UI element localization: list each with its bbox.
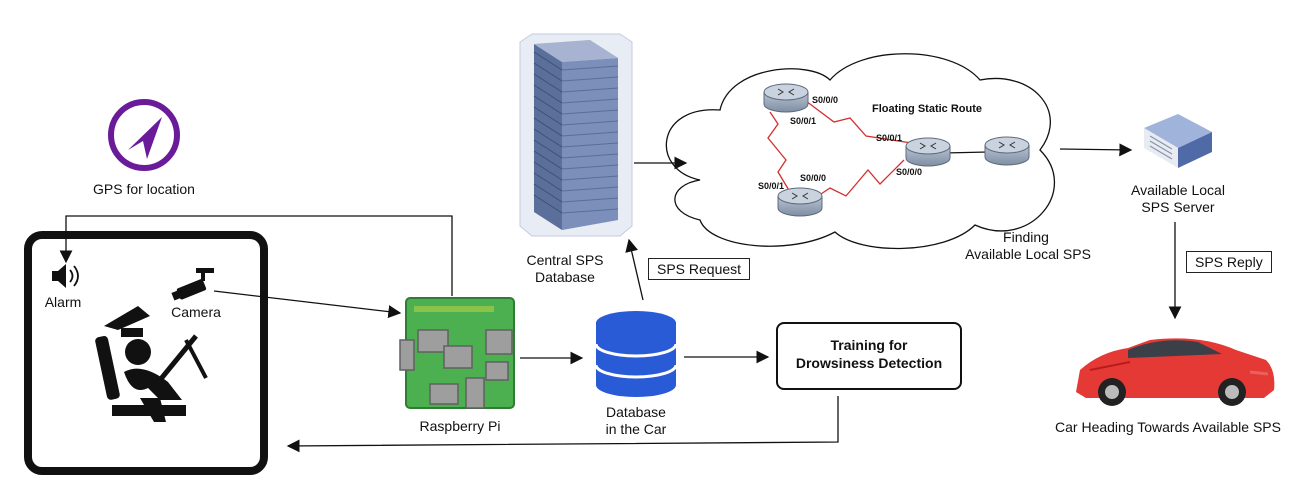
car-database-label-line1: Database <box>606 404 666 420</box>
router-c <box>984 136 1030 166</box>
floating-static-route-label: Floating Static Route <box>872 103 982 115</box>
rack-slot-lines <box>533 51 619 214</box>
camera-icon <box>171 268 214 301</box>
central-database-label-line1: Central SPS <box>526 252 604 268</box>
car-database-label-line2: in the Car <box>605 421 667 437</box>
rack-slot-line <box>561 131 619 137</box>
rack-slot-line <box>533 106 563 126</box>
gps-label: GPS for location <box>93 181 195 197</box>
car-destination-label: Car Heading Towards Available SPS <box>1055 419 1281 435</box>
rack-slot-line <box>561 186 619 192</box>
rack-slot-line <box>561 142 619 148</box>
rack-slot-line <box>533 95 563 115</box>
local-server-label-line2: SPS Server <box>1141 199 1215 215</box>
rack-slot-line <box>533 139 563 159</box>
sps-request-label: SPS Request <box>648 258 751 280</box>
rack-slot-line <box>533 183 563 203</box>
rack-slot-line <box>561 76 619 82</box>
training-label-line2: Drowsiness Detection <box>795 355 943 371</box>
rack-slot-line <box>561 87 619 93</box>
rack-slot-line <box>561 197 619 203</box>
rack-slot-line <box>533 128 563 148</box>
alarm-label: Alarm <box>44 294 82 310</box>
router-a <box>763 83 809 113</box>
red-car-icon <box>1076 338 1275 406</box>
iface-label-d: S0/0/1 <box>758 181 785 191</box>
finding-label-line1: Finding <box>1003 229 1049 245</box>
local-server-label-line1: Available Local <box>1131 182 1225 198</box>
rack-slot-line <box>561 175 619 181</box>
central-database-label-line2: Database <box>535 269 595 285</box>
rack-slot-line <box>561 98 619 104</box>
iface-label-a: S0/0/0 <box>812 95 839 105</box>
driver-icon <box>95 306 208 422</box>
rack-slot-line <box>561 164 619 170</box>
rack-slot-line <box>561 109 619 115</box>
training-label-line1: Training for <box>830 337 908 353</box>
rack-slot-line <box>561 120 619 126</box>
iface-label-c: S0/0/1 <box>876 133 903 143</box>
rack-slot-line <box>533 150 563 170</box>
rack-slot-line <box>533 73 563 93</box>
iface-label-b: S0/0/1 <box>790 116 817 126</box>
router-link <box>943 151 989 154</box>
router-b <box>905 137 951 167</box>
connectors <box>59 143 1182 453</box>
rack-slot-line <box>533 172 563 192</box>
rack-slot-line <box>561 153 619 159</box>
rack-slot-line <box>533 62 563 82</box>
training-box: Training for Drowsiness Detection <box>776 322 962 390</box>
car-database-icon <box>594 311 678 397</box>
local-sps-server-icon <box>1144 114 1212 168</box>
rack-slot-line <box>561 208 619 214</box>
camera-label: Camera <box>171 304 221 320</box>
gps-icon <box>108 99 180 171</box>
rack-slot-line <box>533 117 563 137</box>
rack-slot-line <box>533 51 563 71</box>
alarm-speaker-icon <box>52 264 79 288</box>
rack-slot-line <box>533 194 563 214</box>
raspberry-pi-label: Raspberry Pi <box>419 418 501 434</box>
finding-label-line2: Available Local SPS <box>965 246 1091 262</box>
router-d <box>777 187 823 217</box>
network-cloud <box>665 53 1055 250</box>
sps-reply-label: SPS Reply <box>1186 251 1272 273</box>
rack-slot-line <box>533 84 563 104</box>
rack-slot-line <box>533 161 563 181</box>
iface-label-f: S0/0/0 <box>896 167 923 177</box>
rack-slot-line <box>561 65 619 71</box>
raspberry-pi-board <box>399 297 515 409</box>
iface-label-e: S0/0/0 <box>800 173 827 183</box>
